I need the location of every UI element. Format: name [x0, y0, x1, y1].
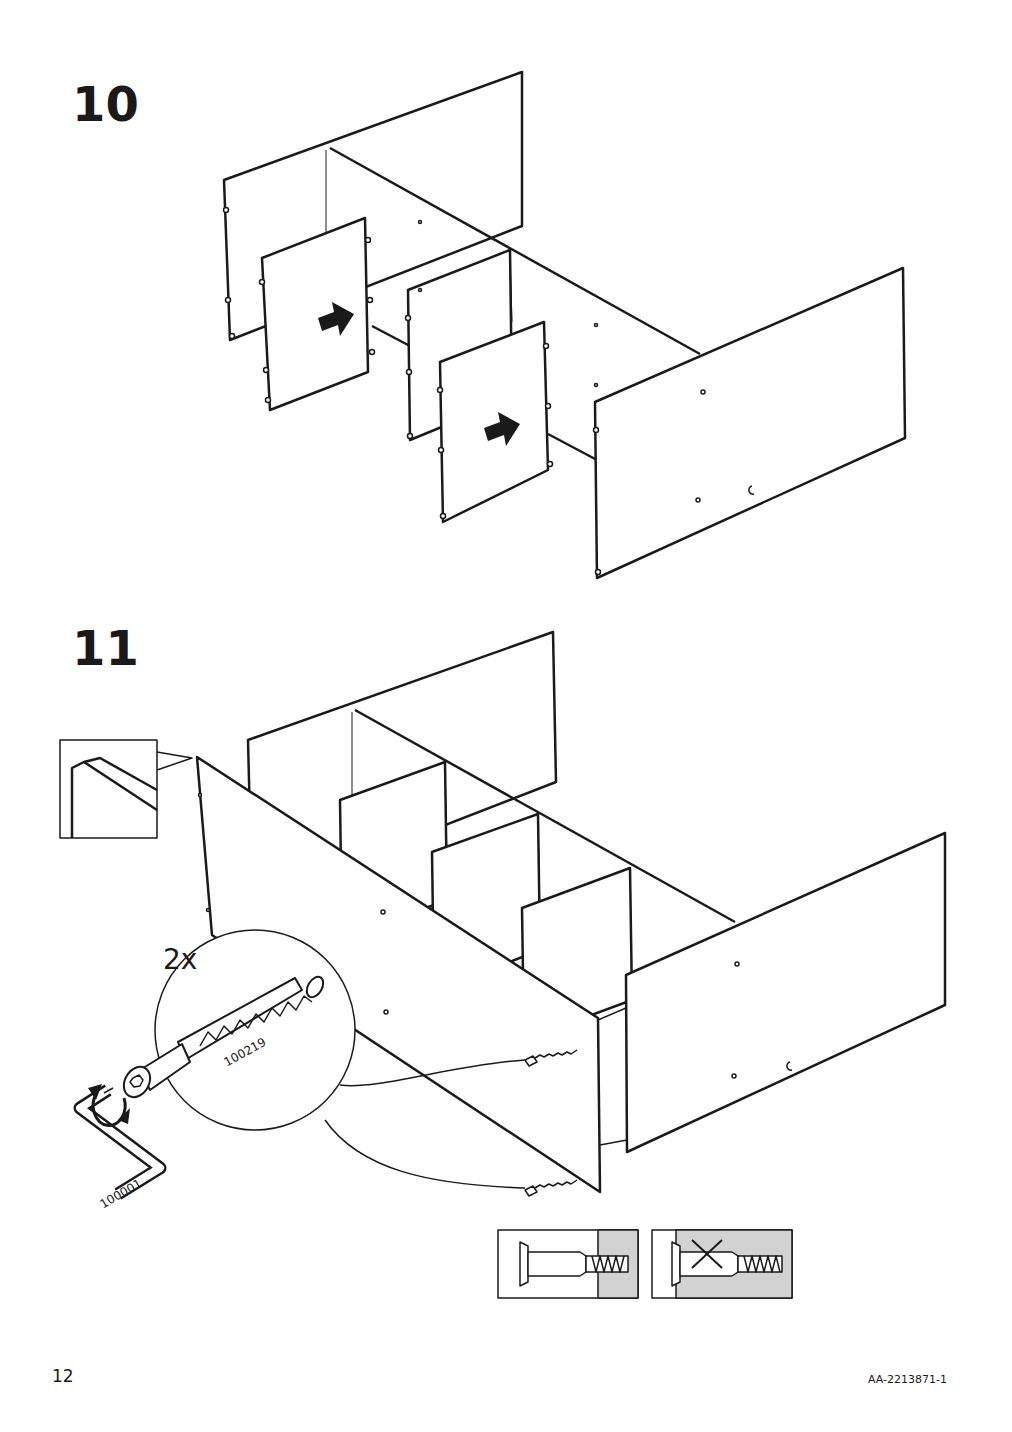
panel-edge	[326, 150, 327, 232]
document-id: AA-2213871-1	[868, 1374, 947, 1385]
divider-panel	[440, 322, 548, 522]
end-panel	[595, 268, 905, 578]
divider-panel	[262, 218, 368, 410]
leader-line	[325, 1120, 525, 1188]
panel-edge	[510, 252, 512, 322]
direction-arrow	[484, 412, 520, 446]
quantity: 2x	[163, 946, 197, 974]
leader-line	[340, 1060, 525, 1086]
step-number: 11	[72, 624, 139, 672]
panel-edge	[330, 148, 700, 354]
part-number: 100001	[98, 1177, 144, 1210]
panel-edge	[352, 712, 353, 800]
panel-edge	[548, 434, 597, 460]
callout-circle	[155, 930, 355, 1130]
detail-box	[60, 740, 157, 838]
direction-arrow	[318, 302, 354, 336]
detail-box	[652, 1230, 792, 1298]
end-panel	[626, 833, 945, 1152]
panel-edge	[372, 326, 410, 346]
page-number: 12	[52, 1368, 74, 1385]
detail-box	[498, 1230, 638, 1298]
step-number: 10	[72, 80, 139, 128]
